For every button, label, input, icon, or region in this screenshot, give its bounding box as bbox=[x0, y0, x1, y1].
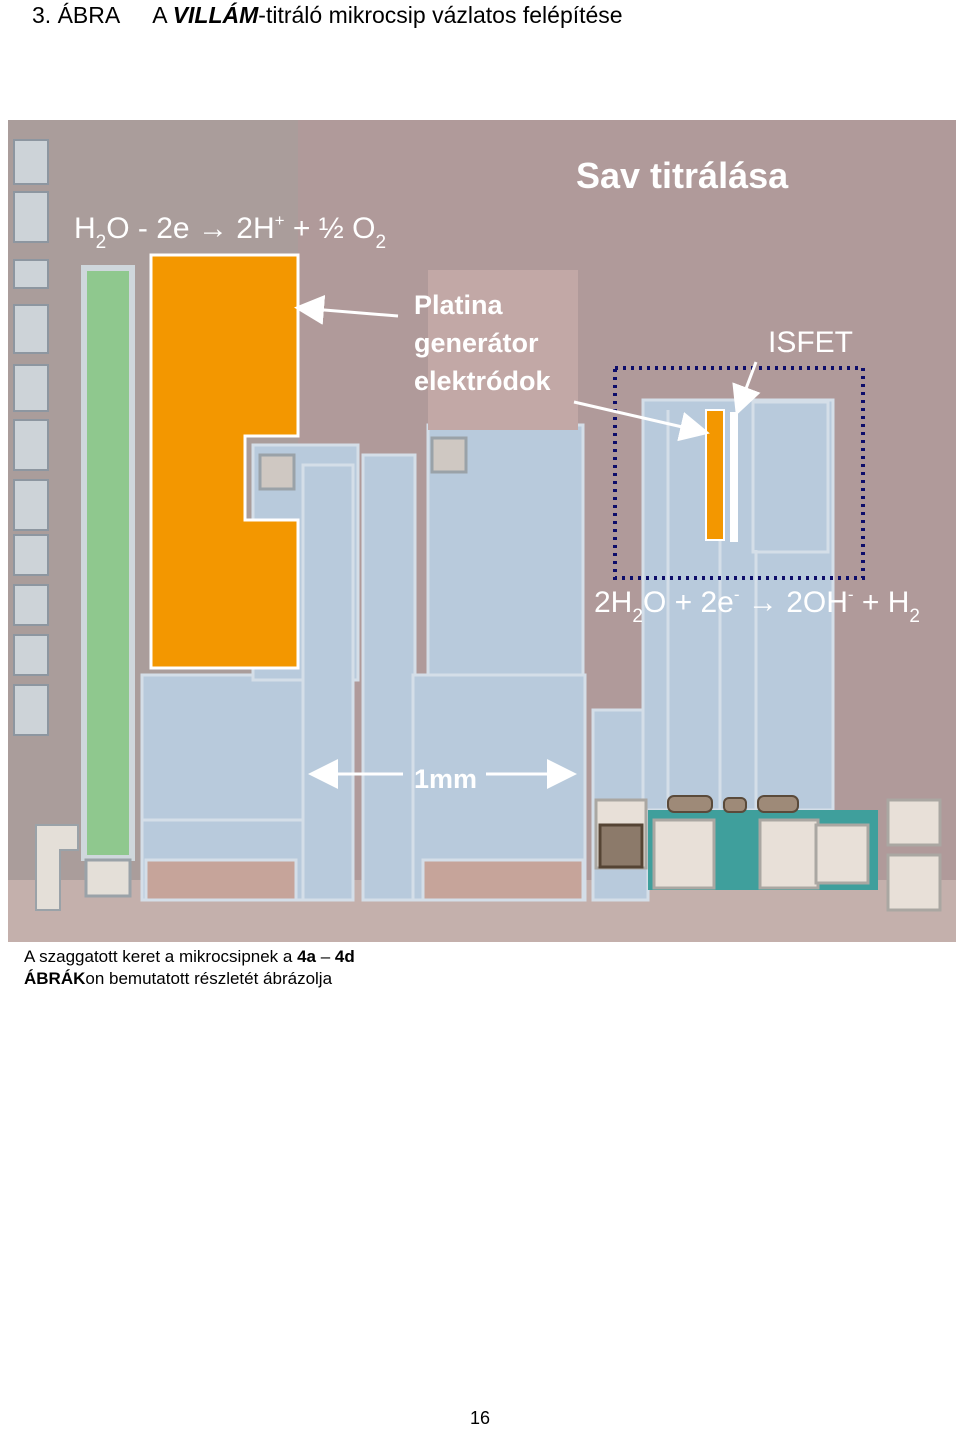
square-pad-1 bbox=[258, 453, 296, 491]
platinum-electrode-small bbox=[705, 409, 725, 541]
heading-rest: -titráló mikrocsip vázlatos felépítése bbox=[258, 2, 623, 28]
bottom-bar-mid bbox=[421, 858, 585, 902]
caption-ref-a: 4a bbox=[297, 947, 317, 966]
equation-top: H2O - 2e → 2H+ + ½ O2 bbox=[74, 211, 386, 253]
heading-emph: VILLÁM bbox=[172, 2, 259, 28]
bottom-left-pad bbox=[35, 824, 79, 911]
isfet-gate bbox=[730, 412, 738, 542]
square-pad-2 bbox=[430, 436, 468, 474]
electrode-label: Platina generátor elektródok bbox=[414, 290, 552, 396]
caption-text-2: on bemutatott részletét ábrázolja bbox=[85, 969, 333, 988]
caption-bold: ÁBRÁK bbox=[24, 969, 86, 988]
caption-dash: – bbox=[316, 947, 335, 966]
heading-prefix: A bbox=[152, 2, 173, 28]
electrode-arrow-1 bbox=[294, 295, 399, 325]
electrode-arrow-2 bbox=[573, 400, 710, 442]
figure-number: 3. ÁBRA bbox=[32, 2, 121, 28]
isfet-arrow bbox=[732, 361, 761, 416]
scale-label: 1mm bbox=[414, 764, 477, 794]
equation-bottom: 2H2O + 2e- → 2OH- + H2 bbox=[594, 585, 920, 627]
bond-pads bbox=[594, 798, 942, 912]
figure-caption: A szaggatott keret a mikrocsipnek a 4a –… bbox=[24, 946, 454, 990]
green-electrode-strip bbox=[81, 265, 135, 861]
bottom-left-square-pad bbox=[84, 858, 132, 898]
caption-ref-b: 4d bbox=[334, 947, 355, 966]
trace-region bbox=[140, 398, 835, 902]
figure-title: Sav titrálása bbox=[576, 155, 789, 196]
caption-text-1: A szaggatott keret a mikrocsipnek a bbox=[24, 947, 298, 966]
isfet-label: ISFET bbox=[768, 326, 853, 359]
left-pad-column bbox=[13, 139, 49, 736]
pink-pad-area bbox=[428, 270, 578, 430]
chip-micrograph: Sav titrálása H2O - 2e → 2H+ + ½ O2 Plat… bbox=[8, 120, 956, 942]
small-resistors bbox=[667, 795, 799, 813]
dashed-detail-frame bbox=[613, 366, 865, 580]
page-number: 16 bbox=[469, 1408, 491, 1428]
figure-heading: 3. ÁBRA A VILLÁM-titráló mikrocsip vázlat… bbox=[32, 2, 623, 29]
bottom-bar-left bbox=[144, 858, 298, 902]
